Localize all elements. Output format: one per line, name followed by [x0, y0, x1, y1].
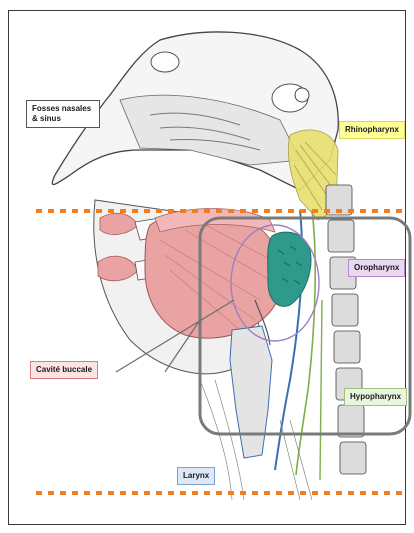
frontal-sinus	[151, 52, 179, 72]
label-hypopharynx: Hypopharynx	[344, 388, 407, 406]
esophagus-line	[320, 300, 322, 480]
pituitary-marker	[295, 88, 309, 102]
label-fosses-nasales: Fosses nasales & sinus	[26, 100, 100, 128]
cervical-spine	[326, 185, 366, 474]
label-larynx: Larynx	[177, 467, 215, 485]
palatine-tonsil	[268, 232, 311, 306]
label-cavite-buccale: Cavité buccale	[30, 361, 98, 379]
label-rhinopharynx: Rhinopharynx	[339, 121, 405, 139]
tongue	[145, 214, 282, 338]
label-oropharynx: Oropharynx	[348, 259, 405, 277]
larynx-structure	[230, 326, 272, 458]
